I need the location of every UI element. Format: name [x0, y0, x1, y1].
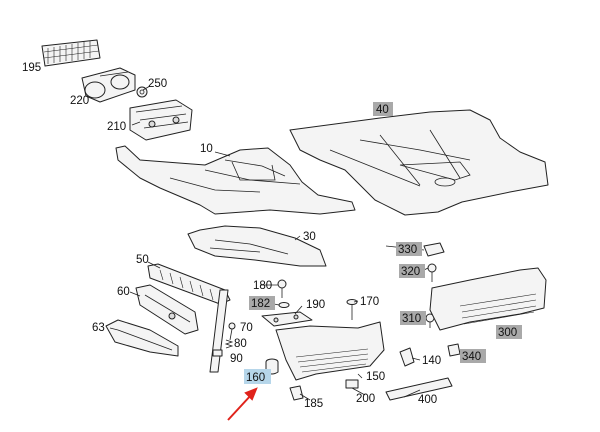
part-90-clip — [212, 349, 223, 357]
callout-10: 10 — [200, 143, 213, 155]
callout-250: 250 — [148, 78, 167, 90]
callout-63: 63 — [92, 322, 105, 334]
callout-160: 160 — [246, 372, 265, 384]
callout-185: 185 — [304, 398, 323, 410]
callout-170: 170 — [360, 296, 379, 308]
part-190-bracket — [261, 311, 313, 327]
callout-210: 210 — [107, 121, 126, 133]
part-10-front-floor-mat — [115, 145, 356, 215]
callout-320: 320 — [401, 266, 420, 278]
pointer-arrow — [227, 387, 258, 421]
part-320-screw — [427, 263, 437, 282]
part-40-rear-floor-mat — [289, 109, 549, 216]
part-rail-strip — [209, 289, 229, 373]
part-50-trim-strip — [147, 263, 231, 305]
callout-40: 40 — [376, 104, 389, 116]
part-150-step — [275, 321, 385, 381]
part-195-grille — [41, 39, 101, 67]
callout-300: 300 — [498, 327, 517, 339]
callout-182: 182 — [251, 298, 270, 310]
callout-220: 220 — [70, 95, 89, 107]
part-182-washer — [278, 302, 290, 308]
callout-150: 150 — [366, 371, 385, 383]
part-185-clip — [289, 385, 304, 401]
callout-90: 90 — [230, 353, 243, 365]
part-70-screw — [228, 322, 236, 341]
callout-400: 400 — [418, 394, 437, 406]
callout-50: 50 — [136, 254, 149, 266]
part-340-clip — [447, 343, 461, 357]
callout-140: 140 — [422, 355, 441, 367]
callout-60: 60 — [117, 286, 130, 298]
part-30-floor-mat — [187, 225, 327, 267]
callout-190: 190 — [306, 299, 325, 311]
callout-180: 180 — [253, 280, 272, 292]
callout-70: 70 — [240, 322, 253, 334]
callout-195: 195 — [22, 62, 41, 74]
part-330-cap — [423, 242, 445, 257]
part-220-air-duct — [81, 67, 136, 103]
part-170-screw — [346, 299, 358, 320]
callout-80: 80 — [234, 338, 247, 350]
callout-labels: 195 220 250 210 40 10 30 330 320 50 180 … — [22, 62, 522, 410]
callout-340: 340 — [462, 351, 481, 363]
part-200-clip — [345, 379, 359, 389]
part-63-trim-cover — [105, 319, 179, 357]
part-210-housing — [129, 99, 193, 141]
part-60-trim-panel — [135, 284, 199, 335]
callout-30: 30 — [303, 231, 316, 243]
callout-200: 200 — [356, 393, 375, 405]
part-300-step — [429, 267, 547, 331]
part-180-screw — [277, 279, 287, 298]
part-400-strip — [385, 377, 453, 401]
callout-330: 330 — [398, 244, 417, 256]
part-140-bracket — [399, 347, 415, 367]
callout-310: 310 — [402, 313, 421, 325]
part-80-spring — [224, 339, 234, 349]
